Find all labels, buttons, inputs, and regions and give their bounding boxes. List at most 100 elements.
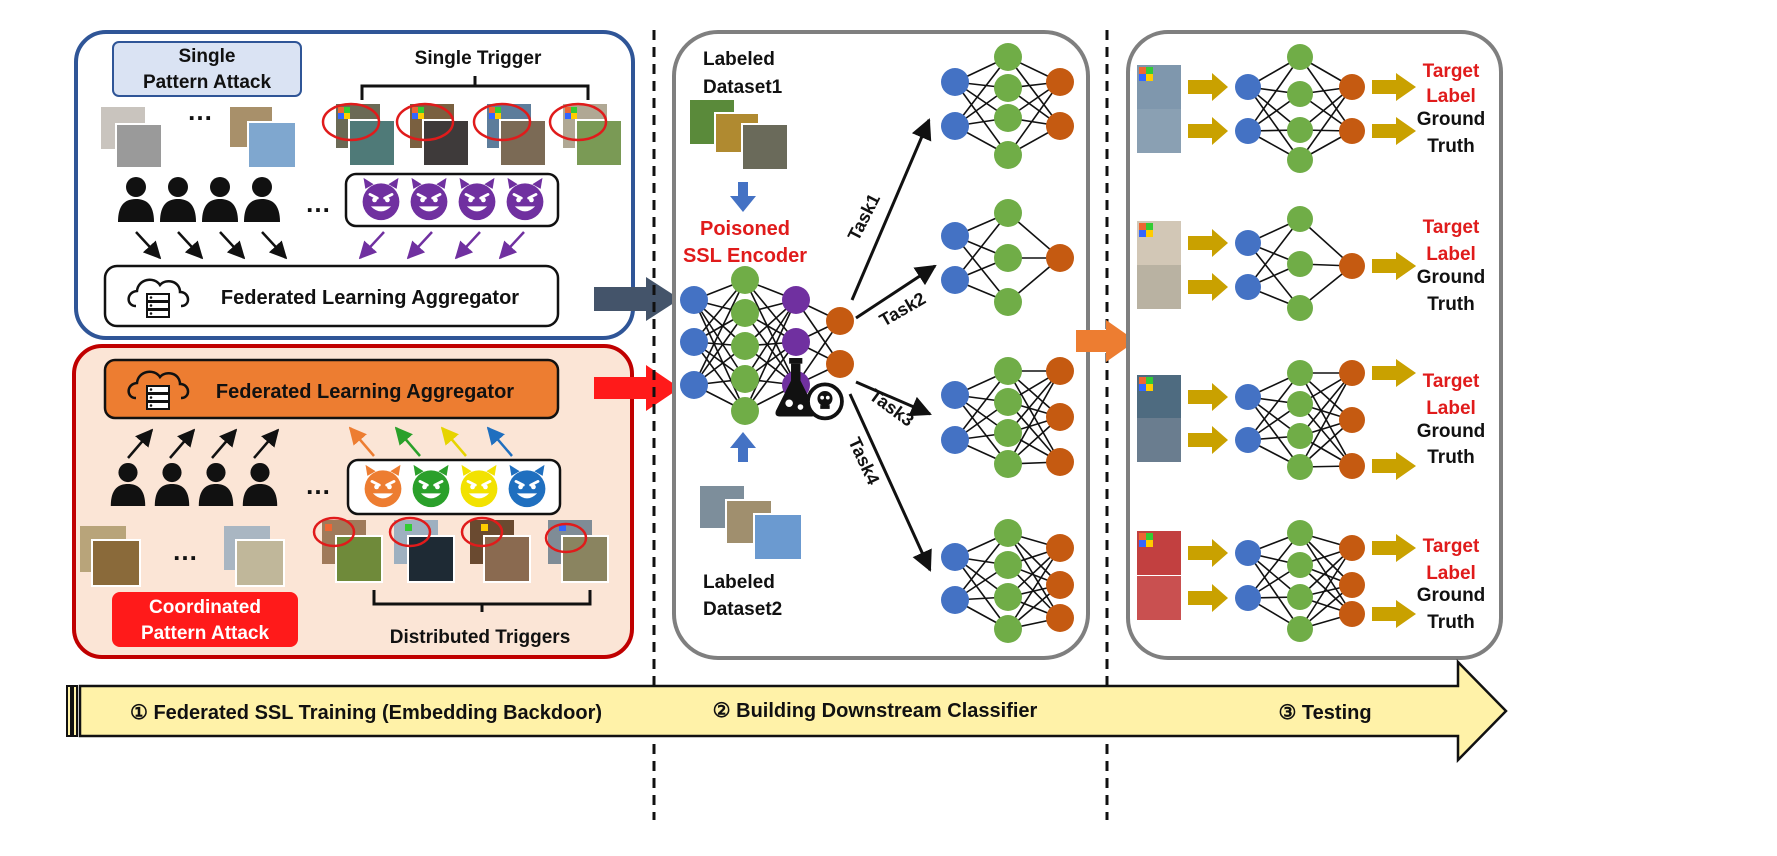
input-arrow xyxy=(1188,273,1228,301)
network-node xyxy=(994,551,1022,579)
output-arrow xyxy=(1372,359,1416,387)
network-node xyxy=(994,288,1022,316)
dataset2-label-line1: Labeled xyxy=(703,572,775,593)
network-edge xyxy=(954,81,1009,156)
neural-network xyxy=(1235,206,1365,321)
network-node xyxy=(731,266,759,294)
trigger-patch xyxy=(1139,223,1146,230)
network-node xyxy=(994,141,1022,169)
aggregator-box-1 xyxy=(103,264,560,328)
benign-upload-arrows-2 xyxy=(127,428,280,459)
network-node xyxy=(1046,68,1074,96)
neural-network xyxy=(1235,360,1365,480)
test-input-image xyxy=(1137,576,1181,620)
distributed-trigger-brace xyxy=(372,590,592,612)
network-edge xyxy=(1299,56,1353,132)
network-edge xyxy=(1299,372,1353,437)
network-node xyxy=(680,371,708,399)
network-node xyxy=(994,583,1022,611)
network-node xyxy=(1339,601,1365,627)
network-node xyxy=(826,350,854,378)
step1-label: ① Federated SSL Training (Embedding Back… xyxy=(130,702,602,724)
red-flow-arrow xyxy=(594,365,680,411)
network-node xyxy=(782,328,810,356)
ground-truth-line2: Truth xyxy=(1427,294,1475,315)
network-edge xyxy=(1299,372,1353,468)
network-edge xyxy=(1247,86,1301,161)
network-node xyxy=(994,244,1022,272)
network-edge xyxy=(1247,372,1301,441)
dataset2-images xyxy=(700,486,803,561)
network-node xyxy=(1235,230,1261,256)
network-edge xyxy=(1007,547,1061,630)
network-node xyxy=(1339,407,1365,433)
network-edge xyxy=(954,556,1009,630)
aggregator-label-2: Federated Learning Aggregator xyxy=(216,381,514,403)
encoder-label-line1: Poisoned xyxy=(700,218,790,240)
network-node xyxy=(941,426,969,454)
dataset1-label-line1: Labeled xyxy=(703,49,775,70)
coordinated-pattern-panel: Federated Learning Aggregator … xyxy=(72,344,634,659)
network-edge xyxy=(693,312,746,386)
trigger-patch xyxy=(1139,540,1146,547)
trigger-patch xyxy=(1146,533,1153,540)
network-node xyxy=(1046,244,1074,272)
trigger-patch xyxy=(1139,384,1146,391)
distributed-triggers-label: Distributed Triggers xyxy=(390,627,571,648)
network-node xyxy=(994,419,1022,447)
step2-label: ② Building Downstream Classifier xyxy=(713,700,1038,722)
network-edge xyxy=(744,299,797,412)
network-edge xyxy=(1247,532,1301,599)
clean-images-ellipsis: … xyxy=(187,96,213,126)
neural-network xyxy=(941,519,1074,643)
network-node xyxy=(941,543,969,571)
input-arrow xyxy=(1188,426,1228,454)
network-node xyxy=(994,43,1022,71)
network-node xyxy=(1046,604,1074,632)
trigger-patch xyxy=(1146,230,1153,237)
network-node xyxy=(994,388,1022,416)
target-label-line1: Target xyxy=(1423,536,1480,557)
orange-flow-arrow xyxy=(1076,320,1136,362)
network-node xyxy=(1287,81,1313,107)
network-node xyxy=(941,222,969,250)
test-input-image xyxy=(1137,418,1181,462)
network-node xyxy=(1339,74,1365,100)
trigger-patch xyxy=(1139,67,1146,74)
test-input-image xyxy=(1137,265,1181,309)
trigger-patch xyxy=(1146,74,1153,81)
ground-truth-line2: Truth xyxy=(1427,447,1475,468)
network-edge xyxy=(1247,396,1301,468)
ground-truth-line1: Ground xyxy=(1417,109,1486,130)
trigger-patch xyxy=(1139,230,1146,237)
network-edge xyxy=(693,299,746,380)
clean-images-ellipsis-2: … xyxy=(172,536,198,566)
network-edge xyxy=(1299,547,1353,630)
network-node xyxy=(1287,454,1313,480)
benign-upload-arrows xyxy=(135,231,288,260)
output-arrow xyxy=(1372,534,1416,562)
users-ellipsis-2: … xyxy=(305,470,331,500)
network-node xyxy=(680,328,708,356)
testing-rows xyxy=(1137,44,1416,642)
step3-label: ③ Testing xyxy=(1278,702,1371,724)
dataset1-label-line2: Dataset1 xyxy=(703,77,783,98)
network-node xyxy=(994,615,1022,643)
trigger-patch xyxy=(1139,377,1146,384)
neural-network xyxy=(941,357,1074,478)
network-node xyxy=(1287,251,1313,277)
target-label-line2: Label xyxy=(1426,398,1476,419)
network-node xyxy=(941,68,969,96)
ground-truth-line2: Truth xyxy=(1427,612,1475,633)
network-edge xyxy=(1007,56,1061,127)
test-input-image xyxy=(1137,109,1181,153)
coordinated-label-line2: Pattern Attack xyxy=(141,623,270,644)
input-arrow xyxy=(1188,117,1228,145)
blue-flow-arrow xyxy=(594,277,680,321)
network-node xyxy=(1235,274,1261,300)
input-arrow xyxy=(1188,229,1228,257)
ground-truth-line1: Ground xyxy=(1417,267,1486,288)
trigger-patch xyxy=(1146,377,1153,384)
input-arrow xyxy=(1188,73,1228,101)
clean-image-stack xyxy=(101,107,297,169)
